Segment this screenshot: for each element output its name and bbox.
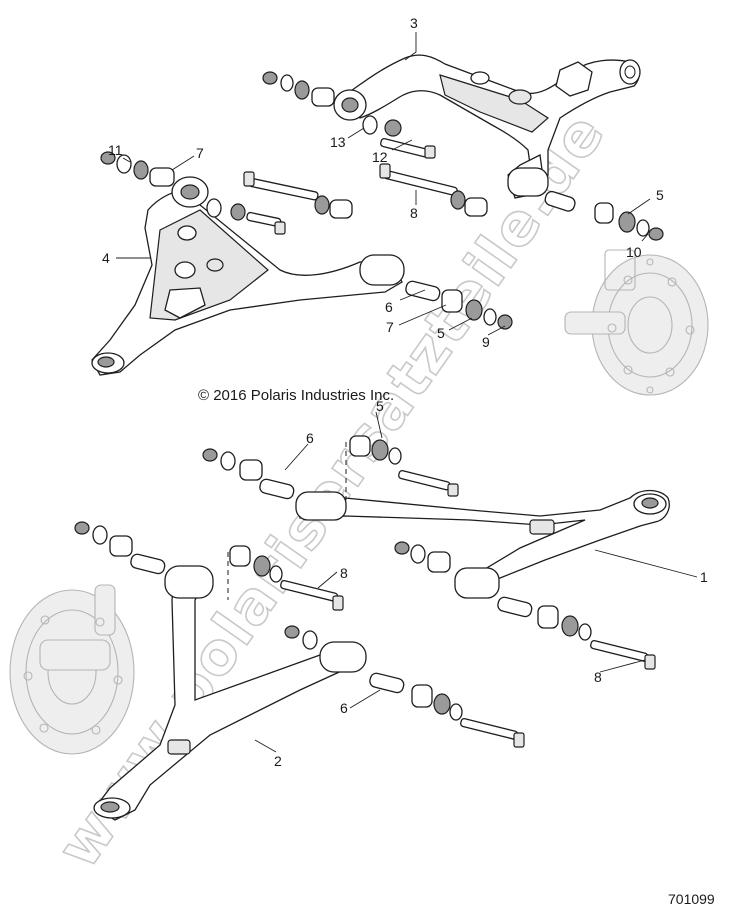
callout-6c: 6 [340, 700, 348, 716]
callout-2: 2 [274, 753, 282, 769]
hardware-arm3-left [262, 71, 378, 135]
callout-5b: 5 [437, 325, 445, 341]
callout-5: 5 [656, 187, 664, 203]
leader-lines [116, 32, 698, 753]
hardware-arm2-top [74, 521, 344, 611]
callout-11: 11 [108, 142, 123, 158]
hub-disc-ghost-right [564, 249, 709, 396]
callout-13: 13 [330, 134, 346, 150]
callout-9: 9 [482, 334, 490, 350]
hardware-arm1-top-5 [349, 435, 459, 497]
lower-a-arm-right [295, 489, 670, 599]
hardware-arm1-right [394, 541, 656, 670]
upper-a-arm-middle [91, 176, 405, 376]
callout-5c: 5 [376, 398, 384, 414]
callout-12: 12 [372, 149, 388, 165]
callout-7b: 7 [386, 319, 394, 335]
callout-4: 4 [102, 250, 110, 266]
callout-6: 6 [385, 299, 393, 315]
callout-3: 3 [410, 15, 418, 31]
bolt-12 [380, 137, 436, 159]
hardware-arm3-right [544, 190, 664, 241]
bolt-8-mid [379, 163, 488, 217]
document-number: 701099 [668, 891, 715, 907]
hardware-arm4-left [100, 151, 286, 235]
nut-13 [384, 119, 402, 137]
callout-8b: 8 [340, 565, 348, 581]
hub-disc-ghost-left [9, 584, 135, 755]
callout-10: 10 [626, 244, 642, 260]
callout-8: 8 [410, 205, 418, 221]
callout-7: 7 [196, 145, 204, 161]
bolt-8-upper [243, 171, 353, 219]
callout-6b: 6 [306, 430, 314, 446]
hardware-arm2-bottom [284, 625, 525, 748]
watermark: www.polarisersatzteile.de [44, 100, 619, 880]
callout-8c: 8 [594, 669, 602, 685]
lower-a-arm-left [93, 565, 367, 821]
copyright-notice: © 2016 Polaris Industries Inc. [198, 387, 394, 404]
callout-labels: 3 13 12 11 7 4 8 5 10 6 7 5 9 5 6 8 1 8 … [102, 15, 708, 769]
hardware-arm1-left [202, 448, 295, 500]
callout-1: 1 [700, 569, 708, 585]
upper-a-arm-top [333, 54, 641, 199]
